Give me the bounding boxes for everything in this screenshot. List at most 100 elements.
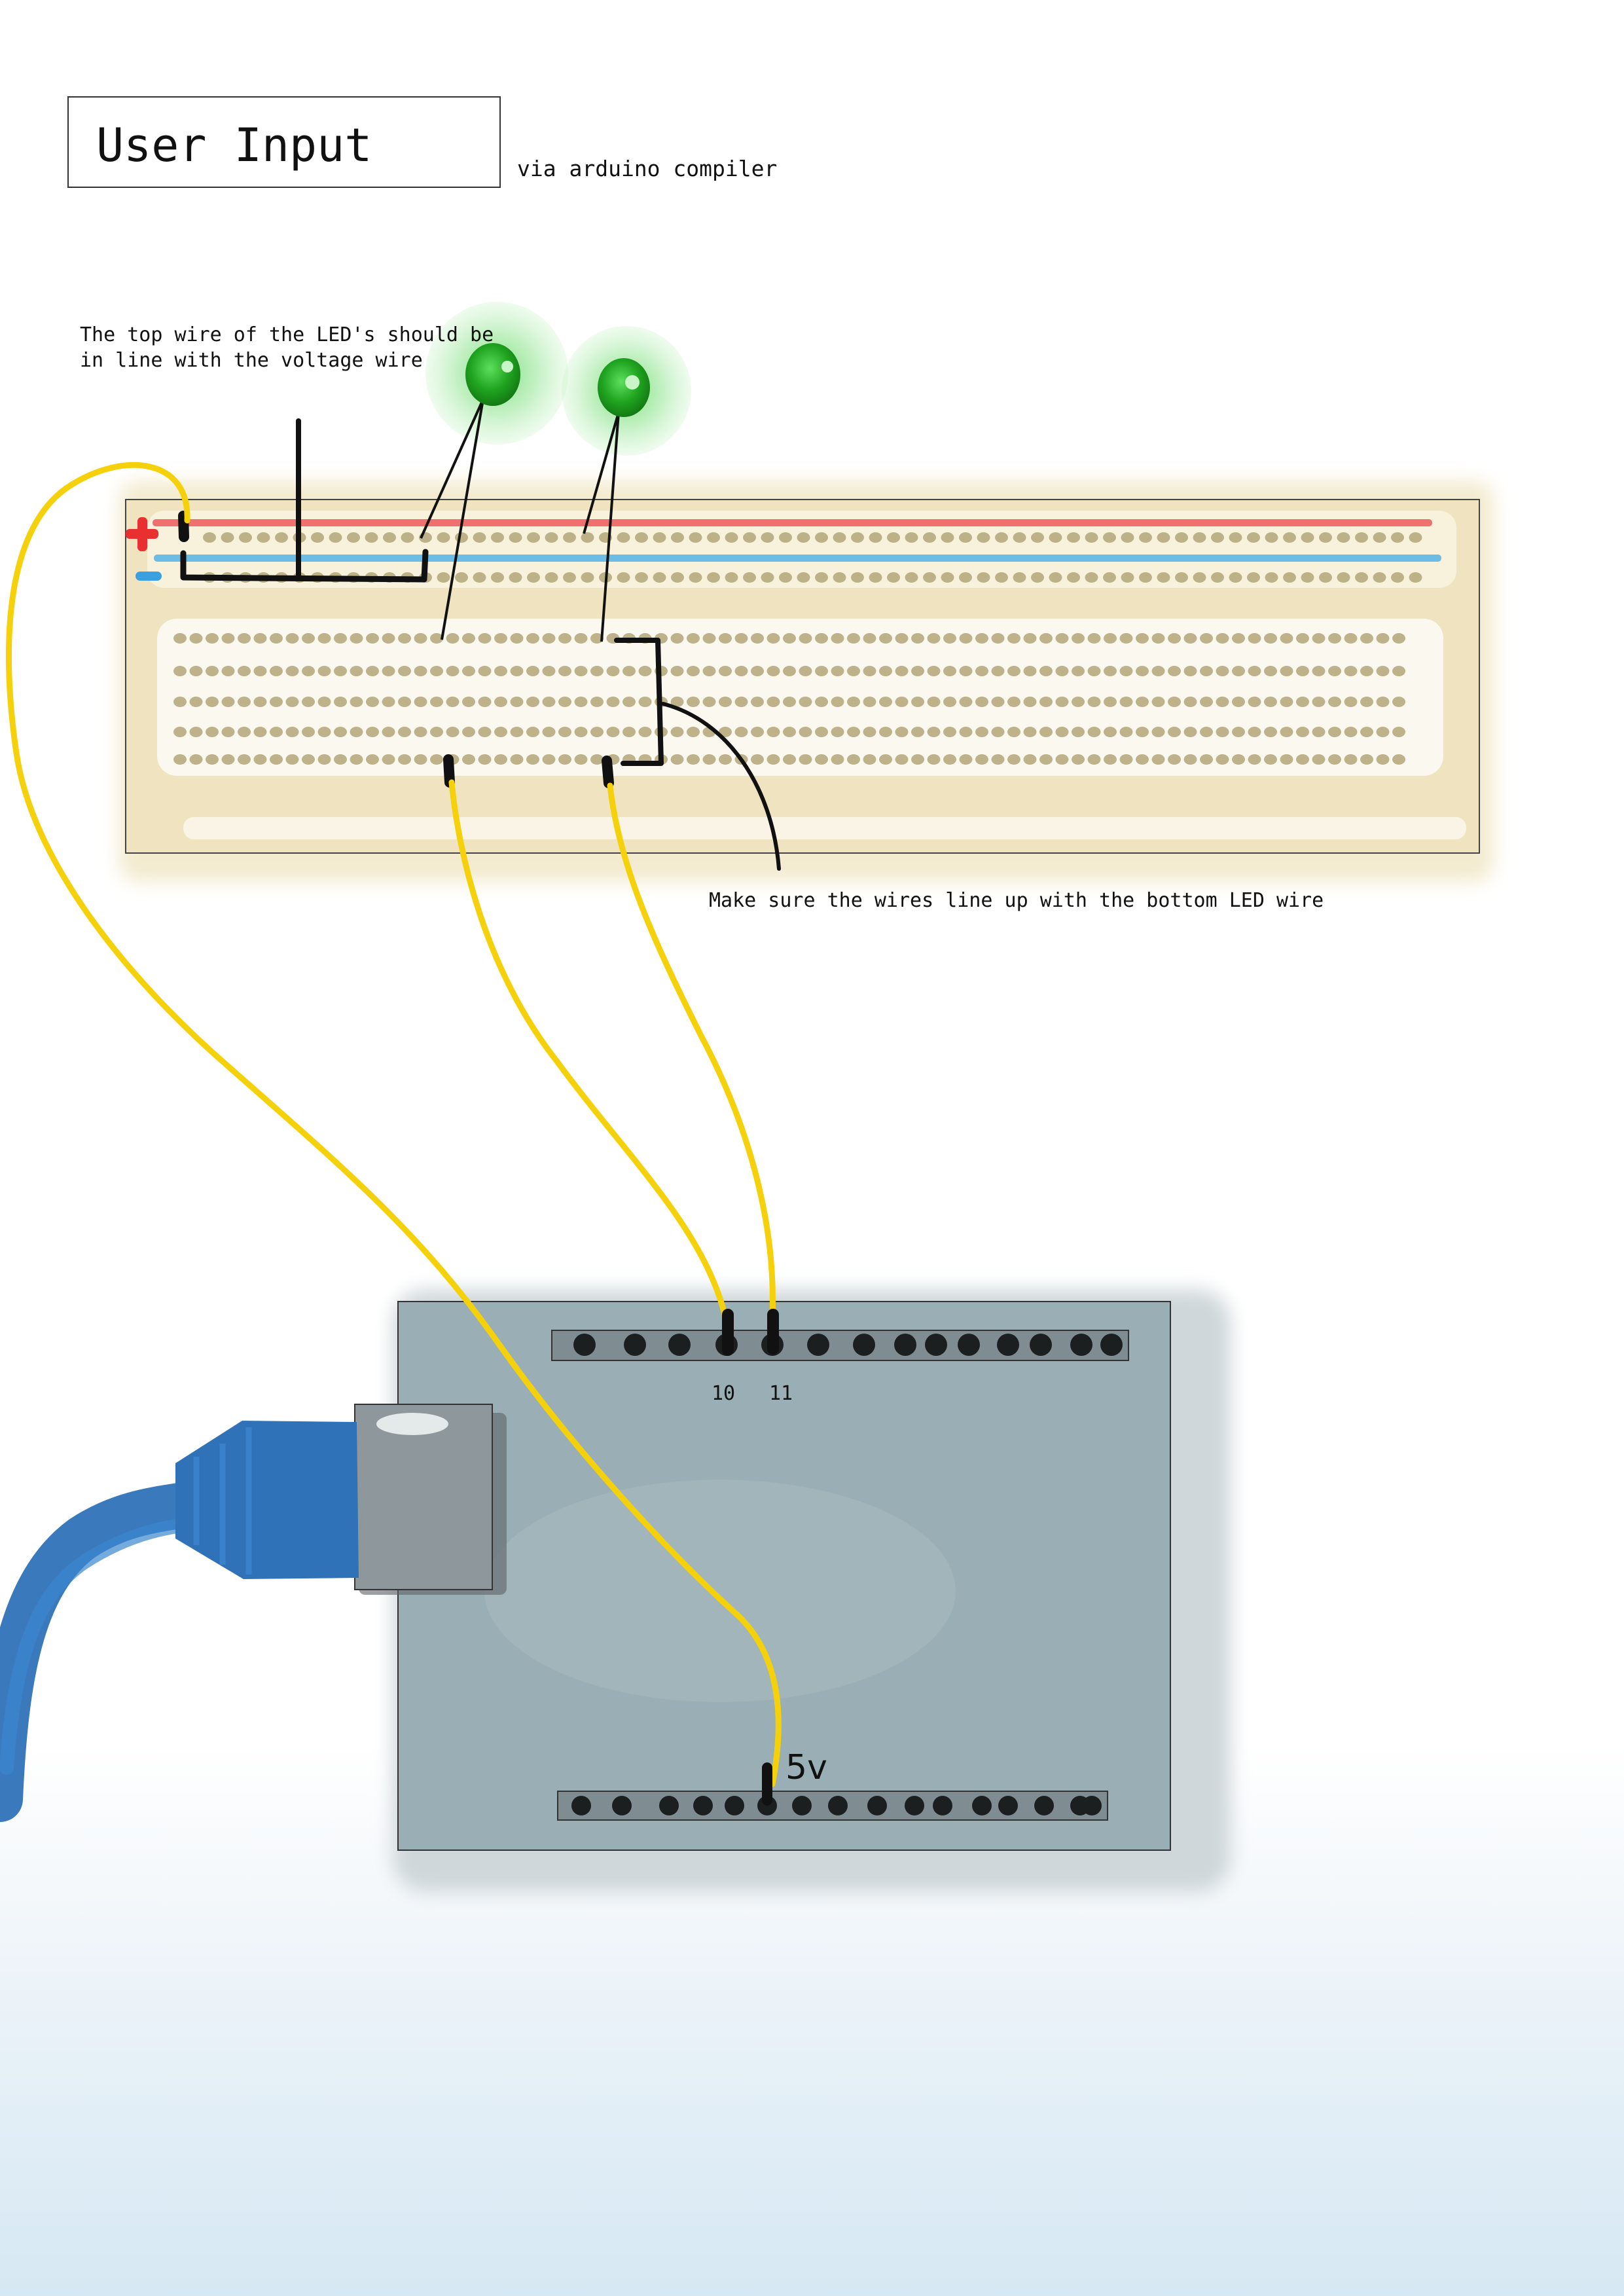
breadboard-hole: [687, 633, 700, 644]
breadboard-hole: [398, 754, 411, 765]
breadboard-hole: [1328, 754, 1341, 765]
breadboard-hole: [1157, 572, 1170, 583]
breadboard-hole: [527, 532, 540, 543]
breadboard-hole: [1312, 754, 1326, 765]
breadboard-hole: [257, 532, 270, 543]
led-2-shine: [625, 375, 640, 390]
breadboard-hole: [767, 727, 780, 737]
breadboard-hole: [414, 633, 427, 644]
breadboard-hole: [863, 727, 876, 737]
header-pin: [792, 1796, 812, 1815]
minus-icon: [135, 572, 162, 581]
breadboard-hole: [382, 727, 395, 737]
breadboard-hole: [1023, 754, 1037, 765]
breadboard-hole: [366, 697, 379, 707]
breadboard-hole: [414, 697, 427, 707]
breadboard-hole: [382, 697, 395, 707]
breadboard-hole: [1200, 697, 1213, 707]
breadboard-hole: [1355, 532, 1368, 543]
breadboard-hole: [239, 532, 252, 543]
breadboard-hole: [725, 532, 738, 543]
breadboard-hole: [943, 754, 956, 765]
breadboard-hole: [491, 532, 504, 543]
breadboard-hole: [206, 697, 219, 707]
breadboard-hole: [1344, 727, 1358, 737]
breadboard-hole: [574, 633, 588, 644]
breadboard-hole: [1136, 666, 1149, 676]
breadboard-hole: [1392, 697, 1405, 707]
breadboard-hole: [350, 666, 363, 676]
breadboard-hole: [590, 697, 604, 707]
breadboard-hole: [815, 532, 828, 543]
breadboard-hole: [975, 697, 988, 707]
breadboard-hole: [1328, 666, 1341, 676]
breadboard-hole: [221, 666, 235, 676]
breadboard-hole: [510, 754, 524, 765]
breadboard-hole: [545, 572, 558, 583]
header-pin: [998, 1796, 1018, 1815]
led-2: [562, 326, 691, 642]
breadboard-hole: [430, 754, 443, 765]
breadboard-hole: [1072, 666, 1085, 676]
breadboard-hole: [707, 572, 720, 583]
breadboard-hole: [510, 727, 524, 737]
breadboard-hole: [1103, 532, 1116, 543]
breadboard-hole: [1136, 697, 1149, 707]
breadboard-hole: [975, 666, 988, 676]
pin-10-label: 10: [712, 1382, 736, 1405]
breadboard-hole: [1085, 532, 1098, 543]
header-pin: [1070, 1334, 1092, 1356]
breadboard-hole: [478, 754, 492, 765]
breadboard-hole: [1264, 633, 1277, 644]
breadboard-hole: [702, 754, 716, 765]
breadboard-hole: [542, 633, 556, 644]
breadboard-hole: [751, 633, 764, 644]
breadboard-hole: [1007, 697, 1020, 707]
header-pin: [853, 1334, 875, 1356]
breadboard-hole: [173, 727, 187, 737]
breadboard-hole: [1312, 633, 1326, 644]
led-wiring-note-line-1: The top wire of the LED's should be: [80, 323, 494, 346]
breadboard-hole: [1319, 572, 1332, 583]
breadboard-hole: [815, 754, 828, 765]
led-wiring-note-line-2: in line with the voltage wire: [80, 349, 423, 372]
breadboard-hole: [1168, 697, 1181, 707]
breadboard-hole: [350, 697, 363, 707]
breadboard-hole: [1072, 754, 1085, 765]
breadboard-hole: [1039, 633, 1053, 644]
breadboard-hole: [923, 572, 936, 583]
header-pin: [571, 1796, 591, 1815]
breadboard-hole: [1328, 697, 1341, 707]
breadboard-hole: [491, 572, 504, 583]
breadboard-hole: [430, 666, 443, 676]
breadboard-hole: [253, 727, 267, 737]
breadboard-hole: [189, 754, 203, 765]
breadboard-hole: [558, 754, 571, 765]
breadboard-hole: [1376, 666, 1390, 676]
breadboard-hole: [1355, 572, 1368, 583]
breadboard-hole: [1055, 727, 1069, 737]
breadboard-hole: [1039, 754, 1053, 765]
breadboard-hole: [1119, 633, 1133, 644]
led-wiring-note: The top wire of the LED's should be in l…: [80, 322, 494, 373]
breadboard-hole: [1280, 754, 1293, 765]
header-pin: [668, 1334, 691, 1356]
breadboard-hole: [1232, 633, 1245, 644]
breadboard-hole: [366, 633, 379, 644]
breadboard-terminal-area: [157, 619, 1443, 776]
breadboard-hole: [879, 727, 892, 737]
bracket-wire: [614, 638, 664, 766]
breadboard-hole: [670, 666, 684, 676]
breadboard-hole: [1049, 532, 1062, 543]
breadboard-hole: [1183, 666, 1197, 676]
breadboard-hole: [1232, 754, 1245, 765]
breadboard-hole: [734, 697, 748, 707]
led-icon: [598, 358, 650, 417]
positive-rail-line: [153, 519, 1432, 526]
breadboard-hole: [1296, 666, 1309, 676]
breadboard-hole: [671, 532, 684, 543]
breadboard-hole: [959, 572, 972, 583]
breadboard-hole: [446, 633, 460, 644]
breadboard-hole: [542, 666, 556, 676]
breadboard-hole: [1373, 572, 1386, 583]
